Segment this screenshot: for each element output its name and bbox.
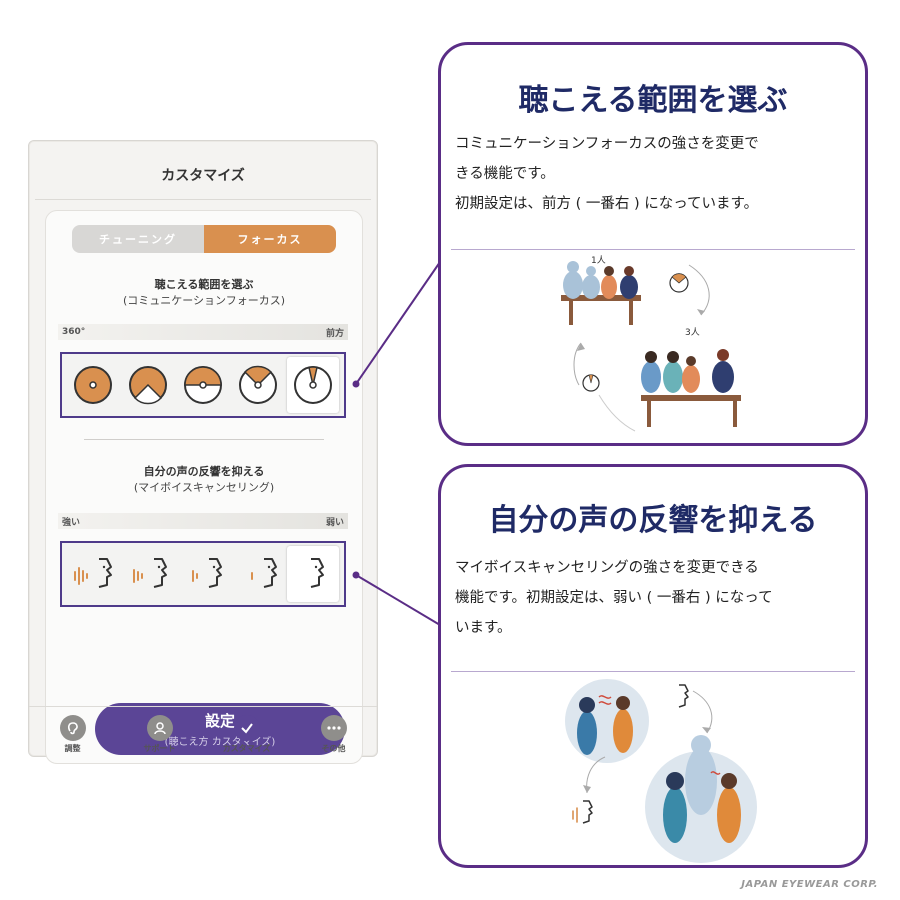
- voice-subtitle: (マイボイスキャンセリング): [133, 481, 275, 494]
- focus-illustration: 1人 3人: [561, 255, 741, 432]
- voice-options: [60, 541, 346, 607]
- section-divider: [84, 439, 324, 440]
- check-icon: [233, 715, 260, 741]
- focus-wide-icon: [128, 366, 167, 405]
- callout-voice-heading: 自分の声の反響を抑える: [488, 503, 818, 538]
- credit-logo: JAPAN EYEWEAR CORP.: [741, 879, 878, 890]
- voice-option-2[interactable]: [122, 546, 174, 602]
- focus-option-5-selected[interactable]: [287, 357, 340, 413]
- screen-title: カスタマイズ: [161, 168, 245, 184]
- callout-voice-rule: [451, 671, 855, 672]
- customize-card: チューニング フォーカス 聴こえる範囲を選ぶ (コミュニケーションフォーカス) …: [45, 210, 363, 764]
- nav-item-more[interactable]: その他: [299, 715, 369, 757]
- bottom-nav: 調整 サポート カスタマイズ その他: [29, 706, 377, 757]
- focus-subtitle: (コミュニケーションフォーカス): [122, 294, 286, 307]
- voice-strong-icon: [73, 558, 112, 588]
- focus-right-label: 前方: [325, 328, 344, 339]
- illus-label-one: 1人: [591, 255, 606, 266]
- voice-option-5-selected[interactable]: [287, 546, 340, 602]
- focus-360-icon: [73, 366, 112, 404]
- support-icon: [146, 715, 173, 741]
- callout-voice-line-1: マイボイスキャンセリングの強さを変更できる: [455, 560, 759, 576]
- nav-item-support[interactable]: サポート: [125, 715, 195, 757]
- voice-left-label: 強い: [62, 517, 81, 528]
- nav-label-adjust: 調整: [64, 744, 81, 753]
- callout-focus-body: コミュニケーションフォーカスの強さを変更で きる機能です。 初期設定は、前方 (…: [455, 129, 855, 219]
- focus-options: [60, 352, 346, 418]
- callout-focus-line-3: 初期設定は、前方 ( 一番右 ) になっています。: [455, 196, 759, 212]
- illus-label-three: 3人: [685, 327, 700, 338]
- focus-range-labels: 360° 前方: [58, 324, 348, 340]
- voice-option-4[interactable]: [232, 546, 284, 602]
- tab-focus[interactable]: フォーカス: [204, 225, 336, 253]
- voice-medium-icon: [191, 558, 222, 588]
- voice-right-label: 弱い: [325, 517, 344, 528]
- set-button[interactable]: 設定 (聴こえ方 カスタマイズ): [95, 703, 345, 755]
- callout-focus-line-2: きる機能です。: [455, 166, 555, 182]
- focus-option-1[interactable]: [67, 357, 119, 413]
- nav-label-more: その他: [321, 744, 346, 753]
- focus-front-icon: [294, 366, 333, 404]
- focus-narrow-icon: [239, 365, 278, 404]
- voice-range-labels: 強い 弱い: [58, 513, 348, 529]
- callout-voice-body: マイボイスキャンセリングの強さを変更できる 機能です。初期設定は、弱い ( 一番…: [455, 553, 859, 643]
- nav-item-adjust[interactable]: 調整: [38, 715, 108, 757]
- tab-tuning[interactable]: チューニング: [72, 225, 204, 253]
- focus-title: 聴こえる範囲を選ぶ: [154, 278, 254, 291]
- voice-option-1[interactable]: [67, 546, 119, 602]
- callout-focus-heading: 聴こえる範囲を選ぶ: [518, 83, 788, 118]
- focus-option-4[interactable]: [232, 357, 284, 413]
- callout-focus-rule: [451, 249, 855, 250]
- title-divider: [35, 199, 371, 200]
- callout-voice-line-3: います。: [455, 620, 512, 636]
- segmented-control: チューニング フォーカス: [72, 225, 336, 253]
- voice-medium-weak-icon: [251, 558, 278, 588]
- callout-voice: 自分の声の反響を抑える マイボイスキャンセリングの強さを変更できる 機能です。初…: [438, 464, 868, 868]
- nav-label-support: サポート: [143, 744, 176, 753]
- callout-voice-line-2: 機能です。初期設定は、弱い ( 一番右 ) になって: [455, 590, 773, 606]
- voice-medium-strong-icon: [132, 558, 167, 588]
- focus-option-3[interactable]: [177, 357, 229, 413]
- focus-half-icon: [183, 366, 222, 404]
- phone-screenshot: カスタマイズ チューニング フォーカス 聴こえる範囲を選ぶ (コミュニケーション…: [28, 140, 378, 764]
- nav-item-customize[interactable]: カスタマイズ: [212, 715, 282, 757]
- nav-label-customize: カスタマイズ: [222, 744, 271, 753]
- callout-focus: 聴こえる範囲を選ぶ コミュニケーションフォーカスの強さを変更で きる機能です。 …: [438, 42, 868, 446]
- callout-focus-line-1: コミュニケーションフォーカスの強さを変更で: [455, 136, 759, 152]
- set-button-label: 設定: [204, 712, 235, 730]
- focus-option-2[interactable]: [122, 357, 174, 413]
- set-button-sublabel: (聴こえ方 カスタマイズ): [164, 737, 276, 748]
- voice-illustration: [565, 679, 757, 863]
- voice-weak-icon: [311, 558, 325, 588]
- focus-left-label: 360°: [62, 327, 86, 337]
- voice-title: 自分の声の反響を抑える: [143, 465, 265, 478]
- more-icon: [320, 715, 347, 741]
- voice-option-3[interactable]: [177, 546, 229, 602]
- ear-icon: [59, 715, 86, 741]
